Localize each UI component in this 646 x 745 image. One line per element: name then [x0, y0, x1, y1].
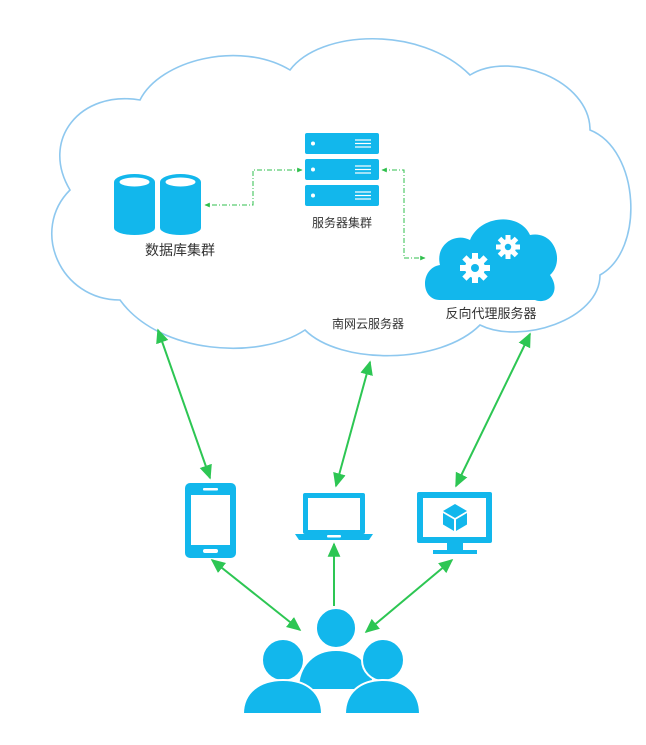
user-center-icon — [296, 607, 376, 691]
users-group-icon — [241, 607, 422, 715]
cloud-title: 南网云服务器 — [332, 316, 404, 331]
reverse-proxy-label: 反向代理服务器 — [445, 306, 536, 322]
cloud-gears-icon — [425, 219, 558, 302]
desktop-monitor-icon — [417, 492, 492, 554]
arrow-cloud-desktop — [455, 332, 531, 488]
arrow-desktop-users — [364, 558, 454, 634]
user-right-icon — [343, 638, 422, 715]
arrow-cloud-phone — [156, 328, 212, 480]
arrow-cloud-laptop — [333, 360, 373, 488]
arrow-phone-users — [210, 559, 302, 631]
db-server-connector — [204, 167, 303, 208]
user-left-icon — [241, 638, 324, 715]
smartphone-icon — [185, 483, 236, 558]
database-cluster-label: 数据库集群 — [145, 242, 215, 259]
laptop-icon — [295, 493, 373, 540]
server-cluster-label: 服务器集群 — [312, 215, 372, 230]
server-rack-icon — [305, 133, 379, 206]
database-cluster-icon — [114, 174, 201, 235]
server-proxy-connector — [381, 167, 426, 261]
